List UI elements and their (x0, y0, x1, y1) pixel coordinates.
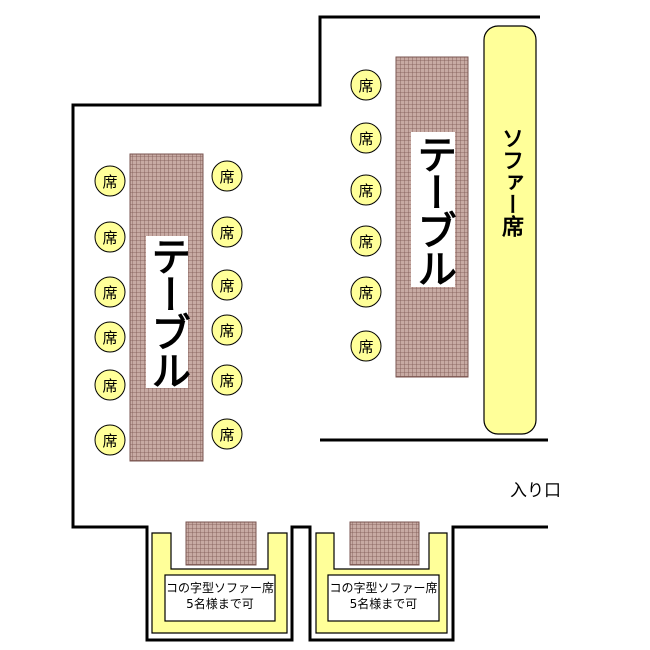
seat: 席 (94, 321, 126, 353)
svg-text:席: 席 (102, 173, 117, 191)
booth-left-type: コの字型ソファー席 (165, 581, 274, 595)
booth-right-capacity: 5名様まで可 (349, 597, 418, 611)
seat: 席 (211, 216, 243, 248)
svg-text:席: 席 (219, 224, 234, 242)
left-table-label: テーブル (144, 236, 190, 388)
svg-text:席: 席 (358, 284, 373, 302)
svg-text:席: 席 (358, 338, 373, 356)
svg-text:席: 席 (219, 322, 234, 340)
svg-text:席: 席 (102, 432, 117, 450)
booth-left (151, 521, 288, 634)
svg-text:席: 席 (102, 229, 117, 247)
seat: 席 (211, 269, 243, 301)
seat: 席 (211, 160, 243, 192)
svg-text:席: 席 (358, 233, 373, 251)
seat: 席 (94, 369, 126, 401)
svg-text:席: 席 (358, 77, 373, 95)
seat: 席 (211, 418, 243, 450)
right-table-label: テーブル (410, 132, 456, 287)
svg-text:席: 席 (358, 182, 373, 200)
seat: 席 (211, 364, 243, 396)
seat: 席 (94, 424, 126, 456)
walls (71, 15, 548, 642)
booth-left-capacity: 5名様まで可 (186, 597, 254, 611)
booth-left-label: コの字型ソファー席 5名様まで可 (165, 580, 275, 612)
seat: 席 (211, 314, 243, 346)
booth-right-type: コの字型ソファー席 (329, 581, 438, 595)
sofa-bench (483, 25, 537, 435)
sofa-label: ソファー席 (498, 127, 523, 237)
seat: 席 (350, 122, 382, 154)
seat: 席 (94, 165, 126, 197)
svg-text:席: 席 (102, 377, 117, 395)
seat: 席 (350, 276, 382, 308)
seat: 席 (94, 276, 126, 308)
svg-text:席: 席 (102, 284, 117, 302)
svg-text:席: 席 (219, 168, 234, 186)
booth-right-label: コの字型ソファー席 5名様まで可 (328, 580, 439, 612)
seat: 席 (350, 174, 382, 206)
seat: 席 (350, 225, 382, 257)
seat: 席 (350, 330, 382, 362)
booth-right (315, 521, 448, 634)
svg-text:席: 席 (219, 426, 234, 444)
seat: 席 (350, 69, 382, 101)
svg-text:席: 席 (102, 329, 117, 347)
svg-text:席: 席 (219, 372, 234, 390)
entrance-label: 入り口 (510, 481, 561, 501)
svg-text:席: 席 (219, 277, 234, 295)
seat: 席 (94, 221, 126, 253)
svg-text:席: 席 (358, 130, 373, 148)
